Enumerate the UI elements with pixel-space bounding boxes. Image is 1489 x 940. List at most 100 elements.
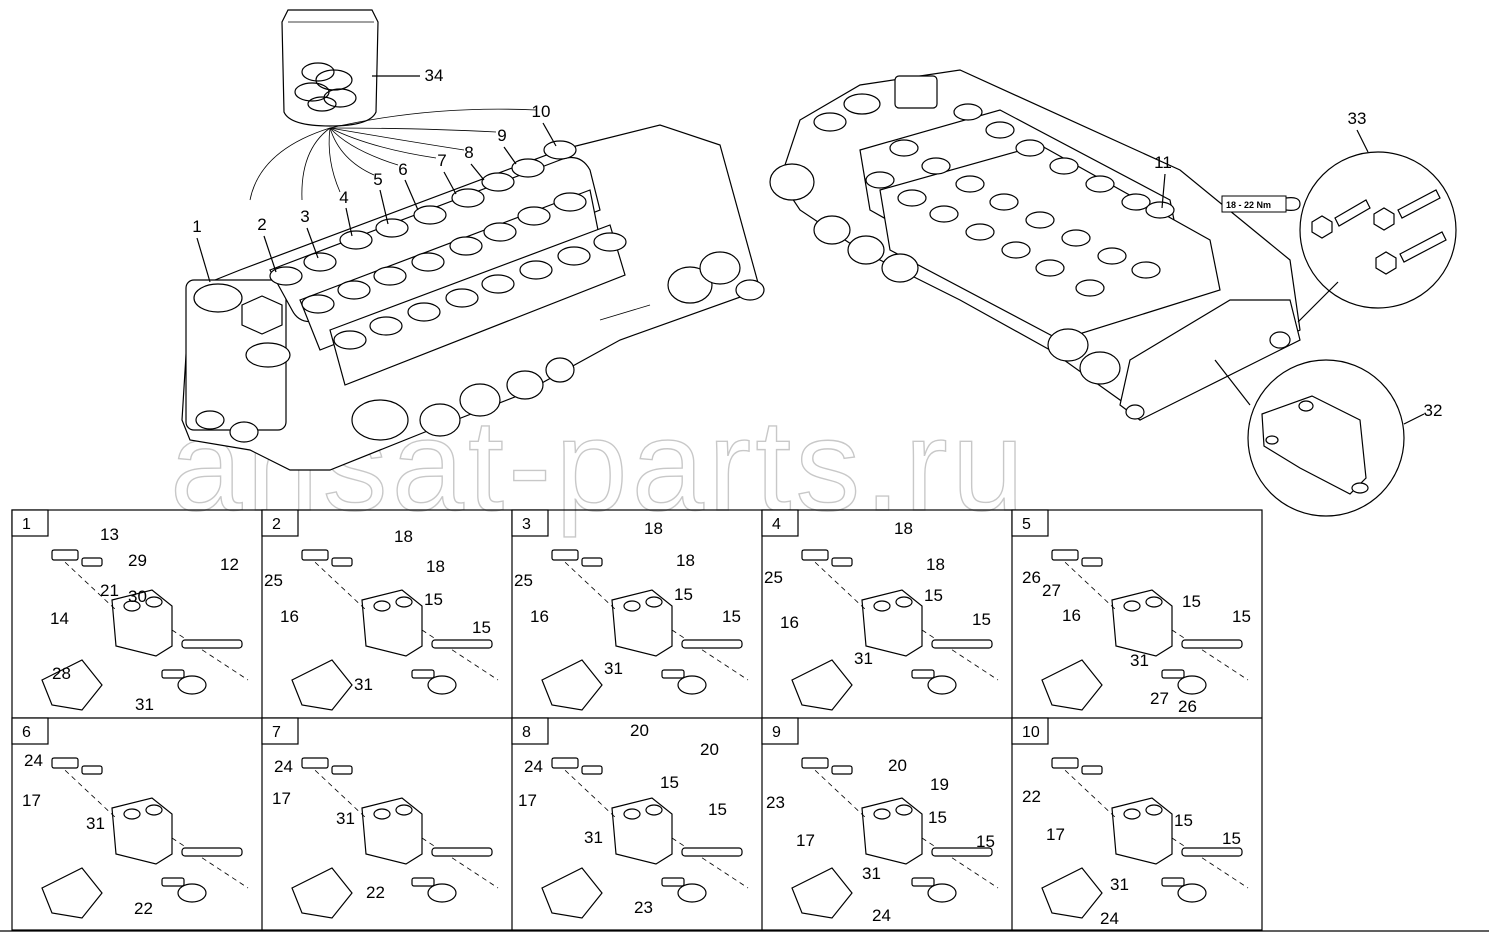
panel-8-callout: 15 (708, 800, 727, 819)
panel-4-callout: 15 (972, 610, 991, 629)
panel-2-callout: 18 (426, 557, 445, 576)
spool (931, 847, 993, 857)
torque-label: 18 - 22 Nm (1226, 200, 1271, 210)
panel-5-callout: 15 (1182, 592, 1201, 611)
torque-badge: 18 - 22 Nm (1221, 195, 1301, 213)
spool (431, 847, 493, 857)
spool (1181, 639, 1243, 649)
callout-c32: 32 (1424, 401, 1443, 420)
panel-2-callout: 25 (264, 571, 283, 590)
gasket-plate (541, 867, 603, 919)
panel-9-callout: 15 (928, 808, 947, 827)
panel-6-callout: 17 (22, 791, 41, 810)
panel-4-callout: 31 (854, 649, 873, 668)
panel-10-callout: 31 (1110, 875, 1129, 894)
main-valve-left (181, 124, 765, 471)
panel-7-callout: 17 (272, 789, 291, 808)
valve-section-body (861, 797, 923, 865)
panel-9-callout: 15 (976, 832, 995, 851)
panel-4-callout: 18 (894, 519, 913, 538)
panel-7-callout: 24 (274, 757, 293, 776)
callout-c2: 2 (257, 215, 266, 234)
seal-kit-bag (281, 9, 420, 127)
panel-9-callout: 17 (796, 831, 815, 850)
panel-2-callout: 16 (280, 607, 299, 626)
panel-number: 9 (772, 724, 781, 741)
panel-1-callout: 14 (50, 609, 69, 628)
panel-5-callout: 16 (1062, 606, 1081, 625)
panel-8-callout: 20 (700, 740, 719, 759)
gasket-plate (41, 867, 103, 919)
callout-c6: 6 (398, 160, 407, 179)
panel-1-callout: 13 (100, 525, 119, 544)
gasket-plate (41, 659, 103, 711)
callout-c7: 7 (437, 151, 446, 170)
panel-10-callout: 15 (1222, 829, 1241, 848)
callout-c4: 4 (339, 188, 348, 207)
spool (931, 639, 993, 649)
callout-c3: 3 (300, 207, 309, 226)
valve-section-body (1111, 589, 1173, 657)
panel-1-callout: 29 (128, 551, 147, 570)
spool (1181, 847, 1243, 857)
panel-2-callout: 31 (354, 675, 373, 694)
spool (181, 639, 243, 649)
spool (681, 639, 743, 649)
panel-3-callout: 15 (674, 585, 693, 604)
panel-number: 7 (272, 724, 281, 741)
panel-5-callout: 27 (1042, 581, 1061, 600)
panel-1-callout: 28 (52, 664, 71, 683)
panel-2-callout: 18 (394, 527, 413, 546)
panel-10-callout: 24 (1100, 909, 1119, 928)
panel-1-callout: 12 (220, 555, 239, 574)
panel-1-callout: 21 (100, 581, 119, 600)
panel-number: 10 (1022, 724, 1040, 741)
panel-1-callout: 31 (135, 695, 154, 714)
panel-9-callout: 20 (888, 756, 907, 775)
panel-5-callout: 26 (1022, 568, 1041, 587)
panel-number: 5 (1022, 516, 1031, 533)
valve-section-body (1111, 797, 1173, 865)
main-leader-lines (196, 122, 1166, 283)
callout-c9: 9 (497, 126, 506, 145)
valve-section-body (611, 797, 673, 865)
gasket-plate (291, 867, 353, 919)
panel-10-callout: 22 (1022, 787, 1041, 806)
panel-number: 6 (22, 724, 31, 741)
panel-7-callout: 22 (366, 883, 385, 902)
spool (181, 847, 243, 857)
panel-8-callout: 24 (524, 757, 543, 776)
panel-9-callout: 23 (766, 793, 785, 812)
panel-8-callout: 15 (660, 773, 679, 792)
panel-number: 3 (522, 516, 531, 533)
gasket-plate (1041, 659, 1103, 711)
panel-8-callout: 17 (518, 791, 537, 810)
valve-section-body (361, 589, 423, 657)
callout-c5: 5 (373, 170, 382, 189)
detail-circle-32 (1214, 359, 1425, 517)
panel-3-callout: 18 (644, 519, 663, 538)
panel-5-callout: 31 (1130, 651, 1149, 670)
valve-section-body (111, 797, 173, 865)
panel-10-callout: 17 (1046, 825, 1065, 844)
panel-2-callout: 15 (424, 590, 443, 609)
callout-c11: 11 (1154, 153, 1172, 172)
gasket-plate (541, 659, 603, 711)
panel-number: 1 (22, 516, 31, 533)
gasket-plate (291, 659, 353, 711)
panel-number: 4 (772, 516, 781, 533)
panel-4-callout: 15 (924, 586, 943, 605)
main-valve-right (769, 69, 1301, 421)
panel-number: 8 (522, 724, 531, 741)
panel-3-callout: 15 (722, 607, 741, 626)
panel-9-callout: 31 (862, 864, 881, 883)
